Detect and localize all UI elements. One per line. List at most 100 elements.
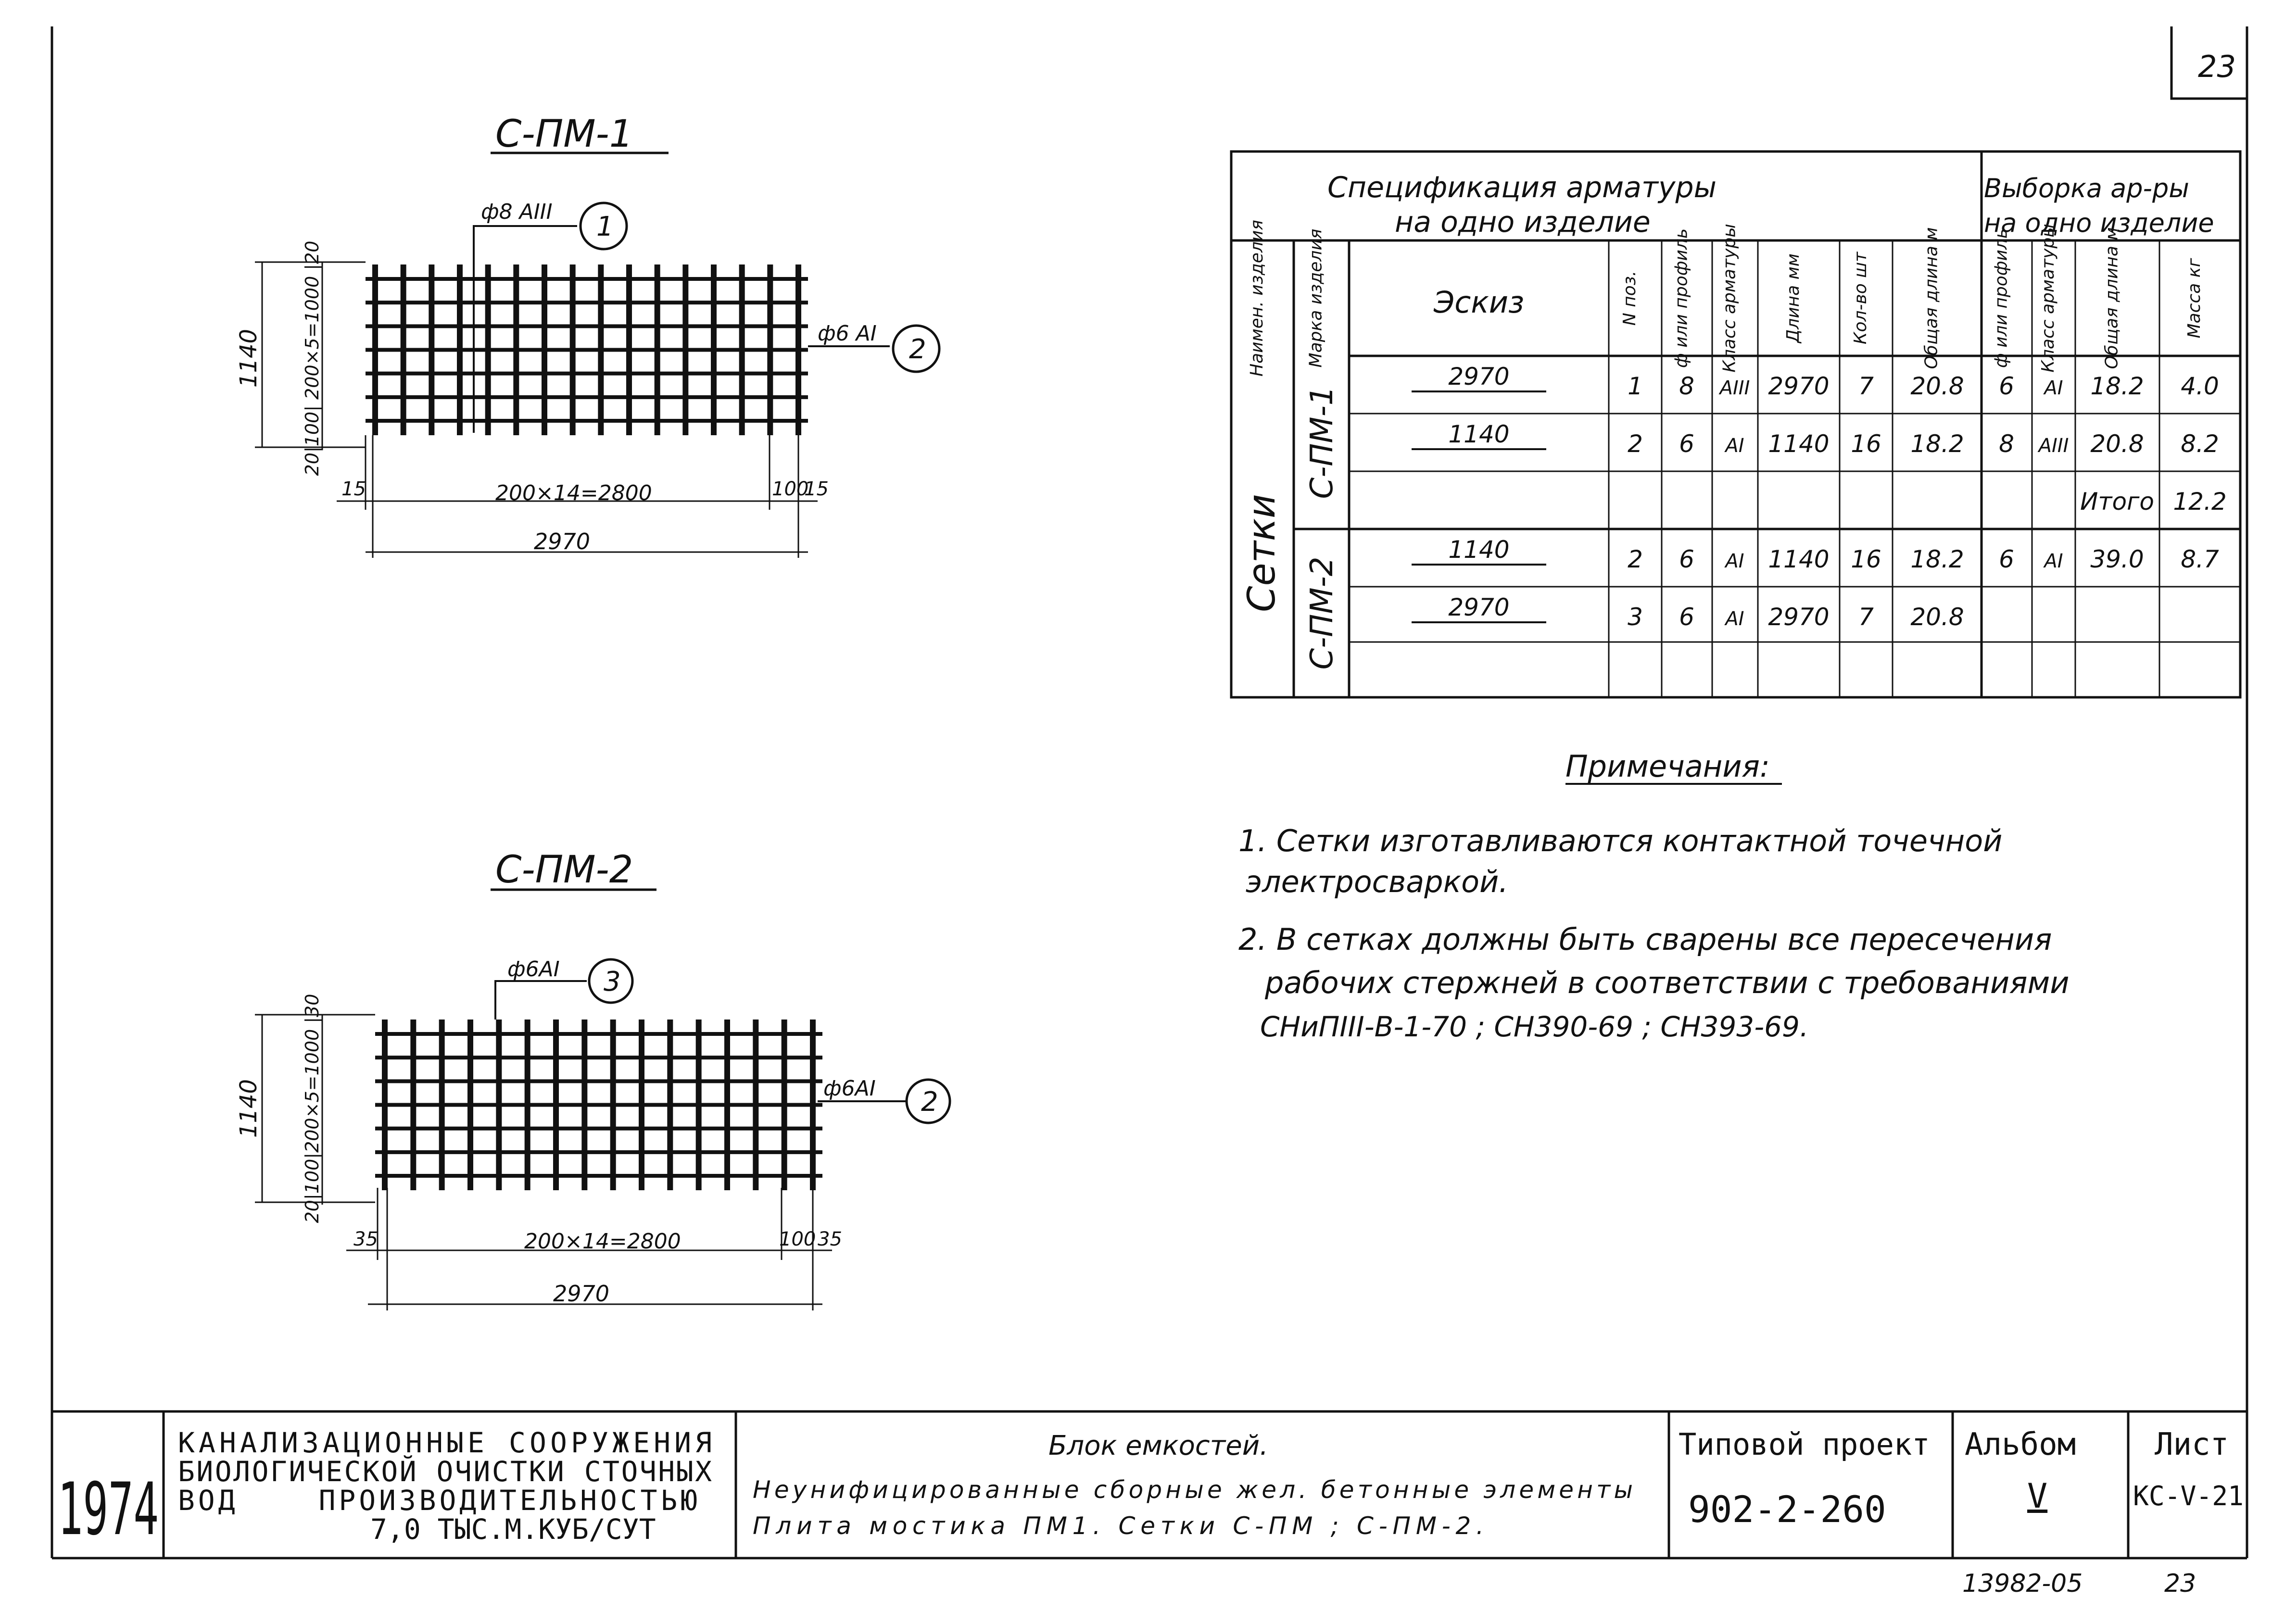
album-value: V: [2027, 1476, 2047, 1516]
note-line: электросваркой.: [1246, 864, 1508, 899]
table-cell: 18.2: [1910, 430, 1964, 458]
note-line: рабочих стержней в соответствии с требов…: [1264, 965, 2070, 1000]
table-cell: 12.2: [2173, 488, 2226, 516]
table-cell: 18.2: [1910, 545, 1964, 573]
description-1: Неунифицированные сборные жел. бетонные …: [753, 1476, 1633, 1504]
year: 1974: [58, 1468, 159, 1551]
group-name: Сетки: [1240, 494, 1284, 612]
album-label: Альбом: [1965, 1427, 2076, 1462]
mesh-title: С-ПМ-1: [495, 113, 633, 156]
org-line: БИОЛОГИЧЕСКОЙ ОЧИСТКИ СТОЧНЫХ: [178, 1455, 712, 1488]
position-marker-circle: [892, 324, 941, 373]
table-cell: 6: [1999, 545, 2014, 573]
table-header: Класс арматуры: [1720, 224, 1740, 372]
sample-title-2: на одно изделие: [1984, 208, 2214, 238]
org-line: ВОД ПРОИЗВОДИТЕЛЬНОСТЬЮ: [178, 1484, 697, 1517]
position-marker-circle: [905, 1078, 951, 1124]
table-cell: 7: [1858, 372, 1874, 400]
mark-1: С-ПМ-1: [1304, 386, 1340, 499]
position-marker-circle: [579, 201, 628, 251]
dim-total: 2970: [553, 1281, 609, 1307]
table-cell: 39.0: [2090, 545, 2144, 573]
table-cell: 1140: [1448, 420, 1509, 448]
table-cell: 20.8: [1910, 603, 1964, 631]
table-header: ф или профиль: [1992, 228, 2011, 368]
dim-right-b: 35: [818, 1228, 842, 1250]
table-cell: 2970: [1448, 593, 1509, 621]
table-cell: 8.7: [2181, 545, 2219, 573]
dim-left: 15: [341, 478, 366, 500]
org-line: 7,0 ТЫС.М.КУБ/СУТ: [370, 1513, 656, 1546]
table-cell: 3: [1628, 603, 1643, 631]
dim-spacing: 200×14=2800: [495, 481, 652, 505]
mesh-grid: [366, 264, 808, 435]
table-cell: АI: [1724, 435, 1744, 457]
note-line: 1. Сетки изготавливаются контактной точе…: [1238, 823, 2002, 858]
table-header: ф или профиль: [1672, 228, 1691, 368]
position-marker-circle: [588, 958, 634, 1004]
table-header: Масса кг: [2184, 257, 2204, 338]
sheet-number: 23: [2198, 49, 2236, 84]
bar-spec-label: ф6АI: [823, 1076, 876, 1101]
table-header: Общая длина м: [2102, 227, 2122, 369]
table-cell: 4.0: [2181, 372, 2219, 400]
spec-title-2: на одно изделие: [1395, 205, 1651, 239]
table-cell: 1140: [1768, 430, 1829, 458]
table-cell: 1140: [1448, 536, 1509, 564]
position-marker: 1: [596, 211, 614, 242]
bar-spec-label: ф6 АI: [818, 321, 877, 346]
table-cell: 18.2: [2090, 372, 2144, 400]
table-cell: 8: [1999, 430, 2014, 458]
dim-right-a: 100: [779, 1228, 816, 1250]
position-marker: 2: [921, 1086, 938, 1118]
bar-spec-label: ф8 АIII: [481, 200, 553, 224]
dim-right-a: 100: [772, 478, 808, 500]
dim-total: 2970: [534, 529, 590, 554]
dim-height: 1140: [235, 1079, 262, 1138]
note-line: СНиПIII-В-1-70 ; СН390-69 ; СН393-69.: [1260, 1010, 1808, 1043]
table-header: Наимен. изделия: [1247, 220, 1267, 377]
table-cell: 8: [1679, 372, 1694, 400]
table-header: N поз.: [1620, 271, 1640, 326]
org-line: КАНАЛИЗАЦИОННЫЕ СООРУЖЕНИЯ: [178, 1426, 712, 1459]
sheet-frame: [50, 26, 2248, 1560]
table-cell: 6: [1679, 603, 1694, 631]
table-header: Класс арматуры: [2038, 224, 2058, 372]
dim-right-b: 15: [804, 478, 829, 500]
description-2: Плита мостика ПМ1. Сетки С-ПМ ; С-ПМ-2.: [753, 1512, 1484, 1540]
table-header: Марка изделия: [1306, 229, 1326, 368]
table-header: Длина мм: [1783, 253, 1803, 344]
table-header: Общая длина м: [1922, 227, 1942, 369]
table-cell: 20.8: [2090, 430, 2144, 458]
table-cell: 6: [1679, 430, 1694, 458]
table-cell: 1140: [1768, 545, 1829, 573]
table-cell: АIII: [2037, 435, 2069, 457]
table-cell: АI: [2043, 550, 2063, 572]
sheet-value: КС-V-21: [2133, 1481, 2244, 1512]
table-cell: 2970: [1768, 603, 1829, 631]
table-cell: 1: [1628, 372, 1643, 400]
dim-vertical: 20|100| 200×5=1000 |20: [302, 241, 323, 476]
note-line: 2. В сетках должны быть сварены все пере…: [1238, 922, 2052, 957]
spec-table: Спецификация арматуры на одно изделие Вы…: [1230, 150, 2242, 699]
table-cell: 6: [1999, 372, 2014, 400]
table-header: Кол-во шт: [1851, 252, 1870, 344]
table-cell: 2970: [1448, 363, 1509, 390]
footer-page: 23: [2164, 1569, 2196, 1598]
table-cell: 16: [1851, 430, 1881, 458]
table-cell: 7: [1858, 603, 1874, 631]
table-cell: АI: [2043, 377, 2063, 399]
table-cell: Итого: [2080, 488, 2154, 516]
table-cell: 20.8: [1910, 372, 1964, 400]
sample-title-1: Выборка ар-ры: [1984, 173, 2189, 203]
table-cell: 16: [1851, 545, 1881, 573]
mesh-drawing-1: С-ПМ-1 ф8 АIII 1 ф6 АI 2 1140 20|100| 20…: [235, 113, 941, 558]
table-header: Эскиз: [1433, 285, 1524, 320]
mesh-title: С-ПМ-2: [495, 848, 633, 892]
dim-spacing: 200×14=2800: [524, 1229, 681, 1254]
title-block: 1974 КАНАЛИЗАЦИОННЫЕ СООРУЖЕНИЯ БИОЛОГИЧ…: [58, 1411, 2244, 1558]
notes-heading: Примечания:: [1565, 749, 1770, 784]
dim-left: 35: [353, 1228, 378, 1250]
spec-title-1: Спецификация арматуры: [1327, 171, 1717, 204]
